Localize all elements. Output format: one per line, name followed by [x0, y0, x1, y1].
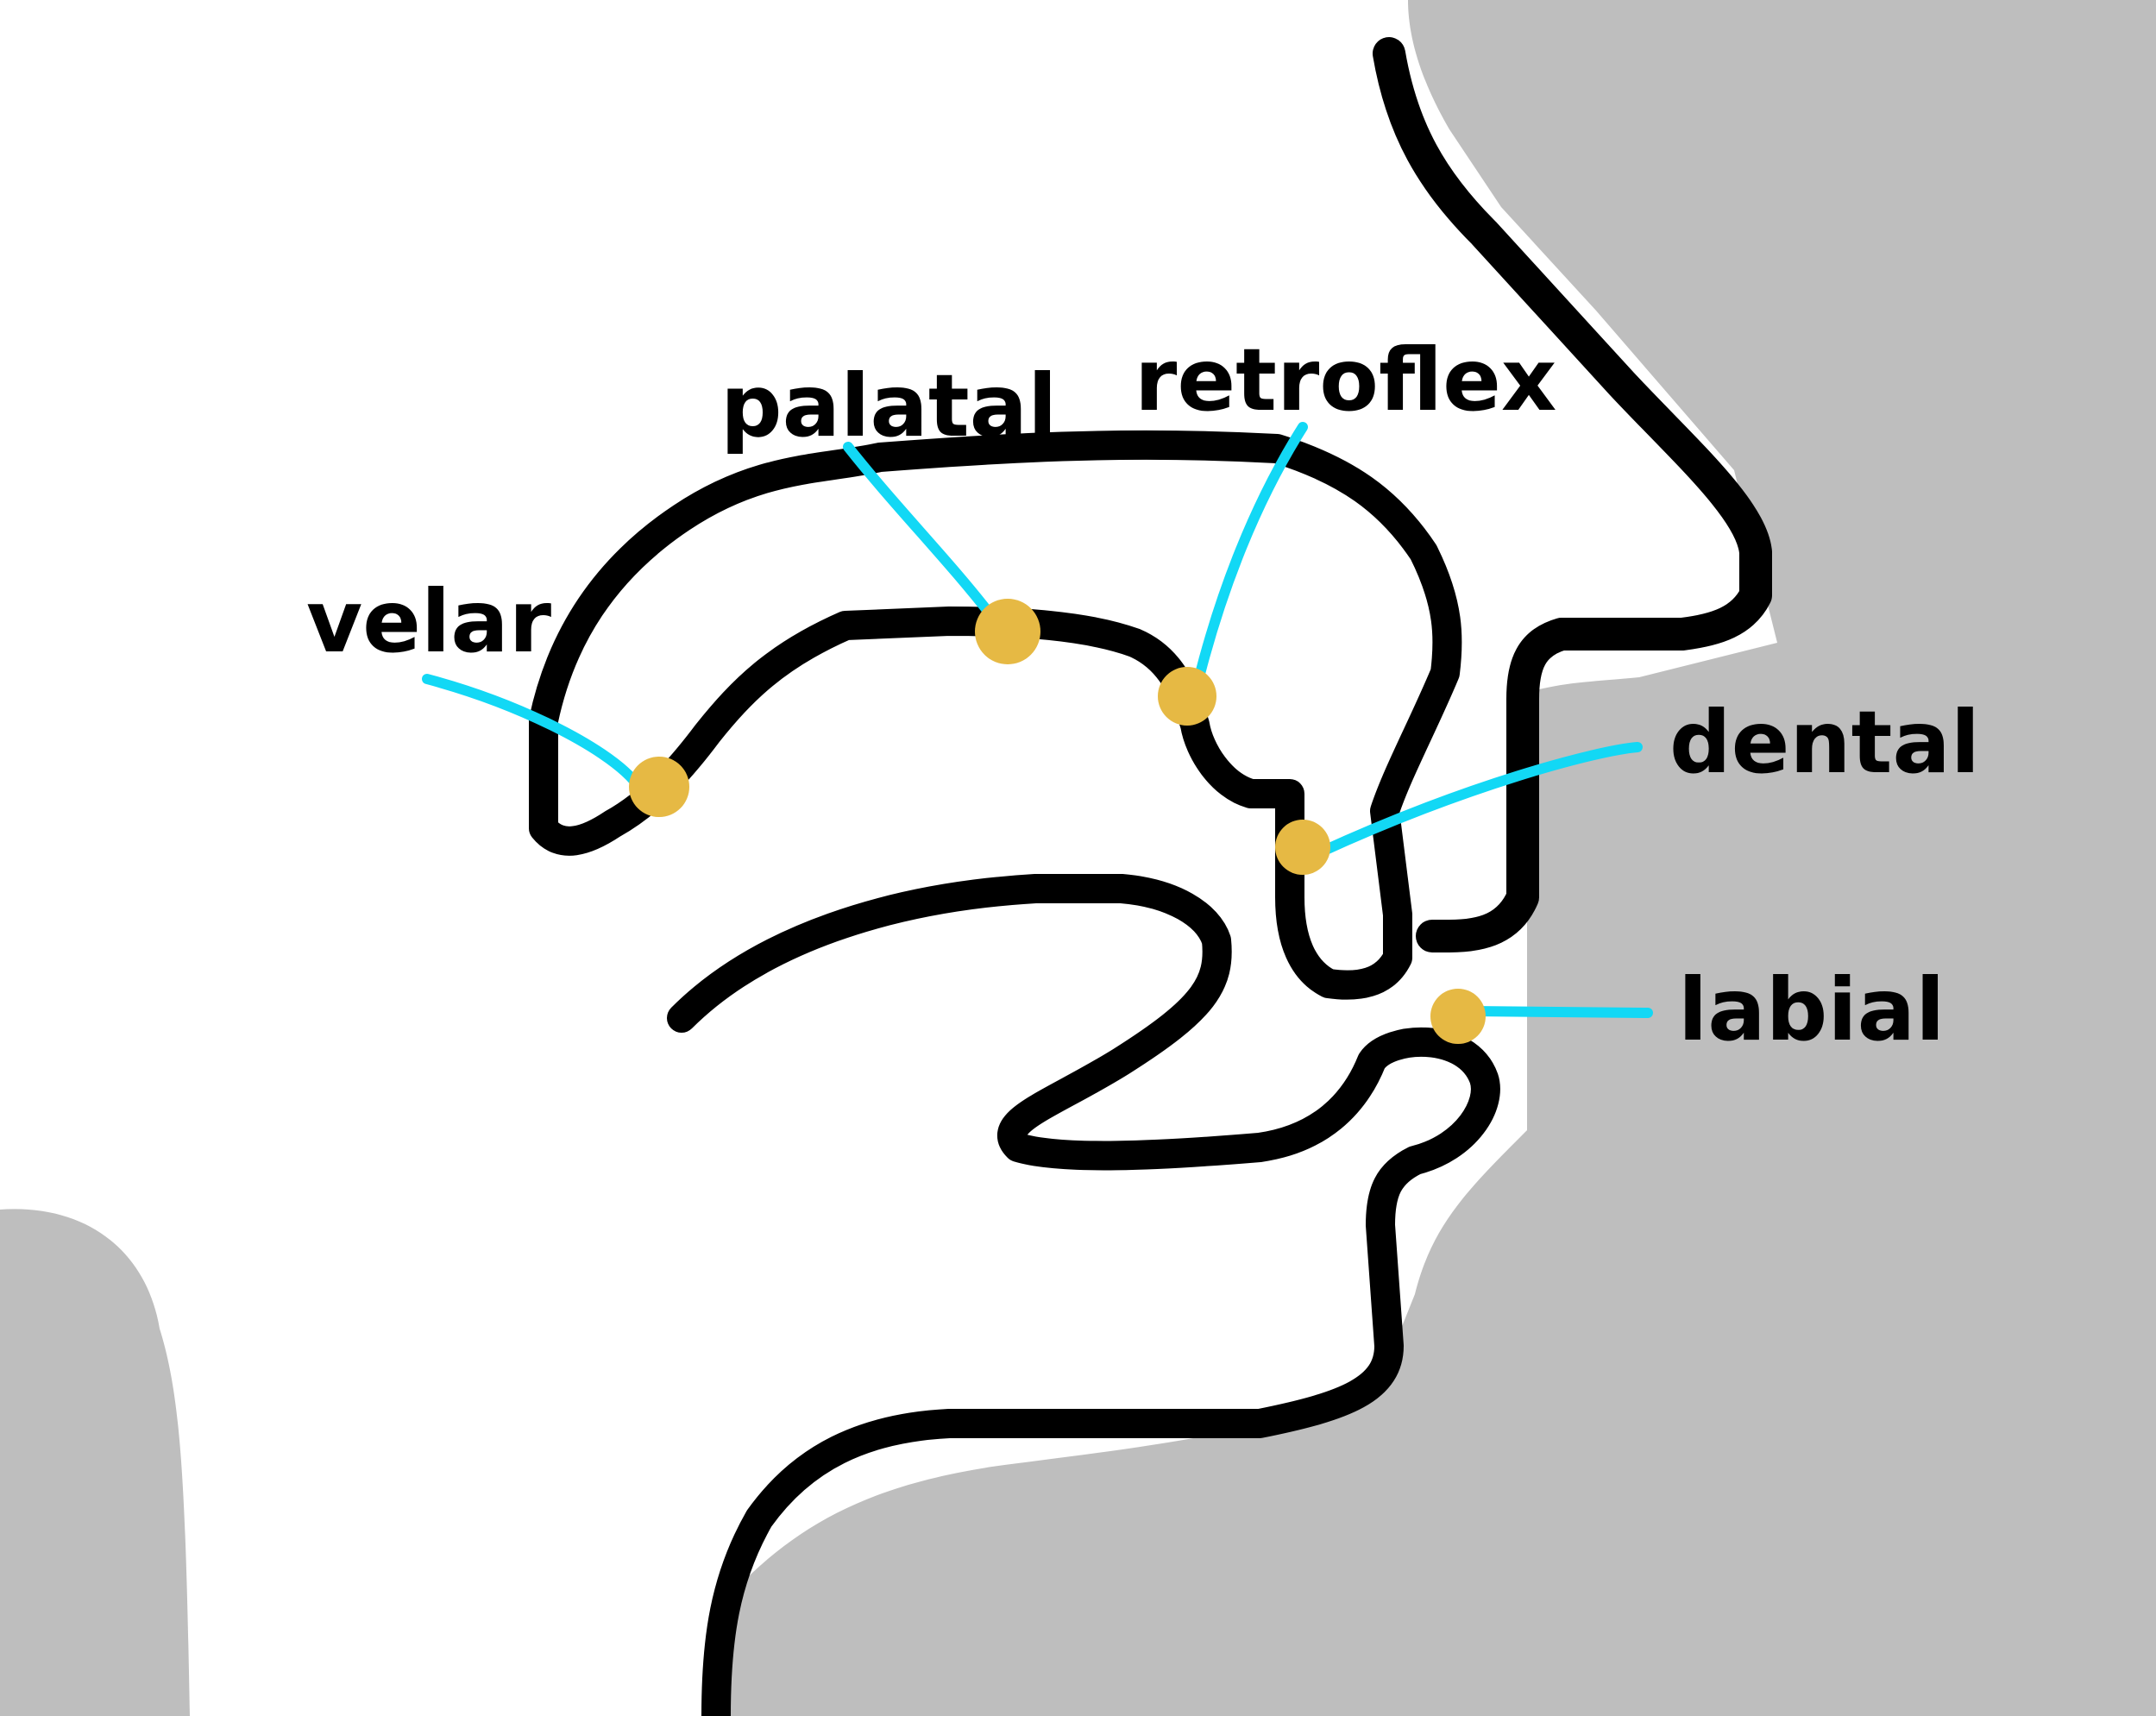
palatal-pointer-line [843, 442, 997, 622]
tongue-line [667, 874, 1500, 1716]
retroflex-label: retroflex [1135, 330, 1556, 431]
place-labels: velar palatal retroflex dental labial [306, 330, 1980, 1060]
dental-point [1275, 820, 1330, 875]
pointer-lines [422, 422, 1653, 1018]
labial-label: labial [1678, 959, 1945, 1060]
labial-point [1430, 989, 1486, 1044]
vocal-tract-outline [529, 37, 1772, 1716]
velar-pointer-line [422, 674, 639, 786]
face-profile-shape [707, 0, 2156, 1716]
dental-pointer-line [1315, 742, 1643, 858]
neck-back-shape [0, 1209, 190, 1716]
retroflex-pointer-line [1190, 422, 1308, 700]
nose-profile-line [1373, 37, 1772, 952]
hard-palate-outer-line [529, 430, 1462, 1000]
labial-pointer-line [1466, 1006, 1653, 1018]
articulation-points [629, 599, 1486, 1044]
palatal-point [975, 599, 1040, 664]
velar-label: velar [306, 571, 552, 672]
retroflex-point [1158, 667, 1216, 726]
dental-label: dental [1669, 692, 1980, 793]
palatal-label: palatal [720, 355, 1057, 456]
velar-point [629, 757, 689, 817]
